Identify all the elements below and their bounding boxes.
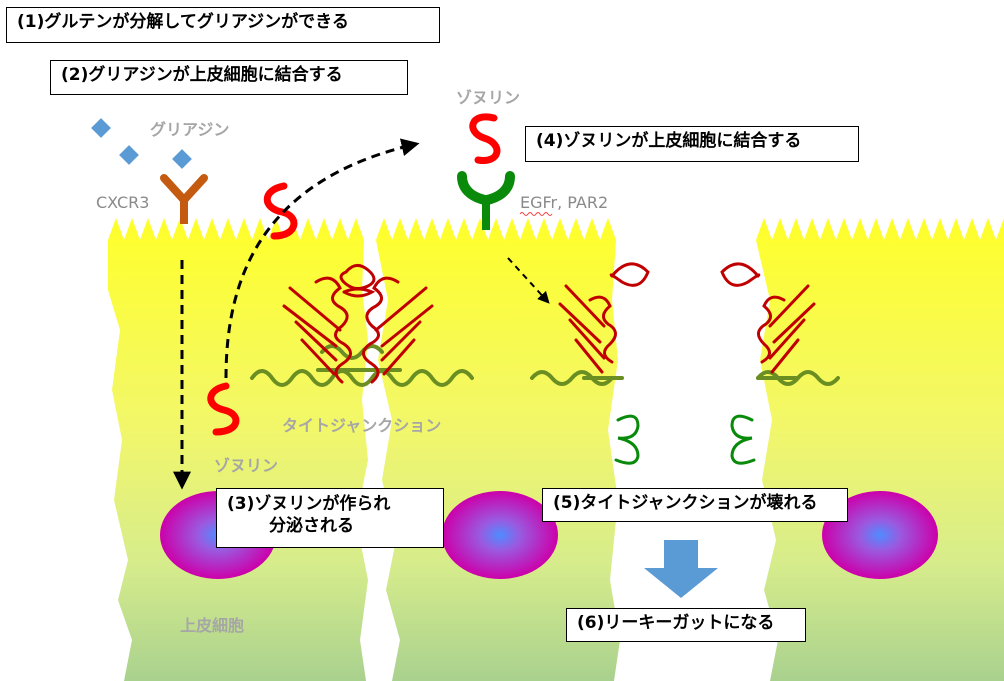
step-5-box: (5)タイトジャンクションが壊れる [542,488,848,522]
egfr-signal-arrow [507,257,550,304]
epithelial-cell-left [108,218,368,681]
step-3-text-line1: (3)ゾヌリンが作られ [227,494,391,514]
step-4-text: (4)ゾヌリンが上皮細胞に結合する [536,131,802,151]
gliadin-diamond-icon [172,149,192,169]
step-3-box: (3)ゾヌリンが作られ 分泌される [216,488,444,548]
egfr-label: EGFr, PAR2 [520,193,609,212]
step-1-text: (1)グルテンが分解してグリアジンができる [17,12,349,32]
tight-junction-intact [250,264,474,387]
epithelial-cell-right [756,218,1004,681]
step-6-text: (6)リーキーガットになる [577,613,775,633]
cxcr3-label: CXCR3 [96,193,150,212]
zonulin-mid-icon [263,182,298,240]
epithelial-cell-label: 上皮細胞 [180,616,245,635]
epithelial-cell-middle [376,218,620,681]
spellcheck-underline [519,212,553,216]
cxcr3-receptor-icon [160,174,208,204]
step-2-box: (2)グリアジンが上皮細胞に結合する [50,60,408,95]
tight-junction-broken-right [720,262,840,465]
nucleus-right [822,491,938,579]
egfr-receptor-icon [457,171,515,206]
tight-junction-label: タイトジャンクション [282,416,442,435]
step-4-box: (4)ゾヌリンが上皮細胞に結合する [525,126,859,162]
step-1-box: (1)グルテンが分解してグリアジンができる [6,7,440,43]
secretion-arrow [224,138,420,379]
step-2-text: (2)グリアジンが上皮細胞に結合する [61,65,343,85]
zonulin-top-icon [469,113,501,164]
down-arrow-icon [644,540,718,598]
zonulin-left-icon [207,382,240,436]
gliadin-diamond-icon [91,118,111,138]
tight-junction-broken-left [530,262,650,465]
step-6-box: (6)リーキーガットになる [566,608,806,642]
gliadin-label: グリアジン [150,120,230,139]
zonulin-top-label: ゾヌリン [456,88,521,107]
step-3-text-line2: 分泌される [269,516,354,537]
nucleus-middle [442,491,558,579]
step-5-text: (5)タイトジャンクションが壊れる [553,493,818,513]
zonulin-left-label: ゾヌリン [214,456,279,475]
gliadin-diamond-icon [119,145,139,165]
